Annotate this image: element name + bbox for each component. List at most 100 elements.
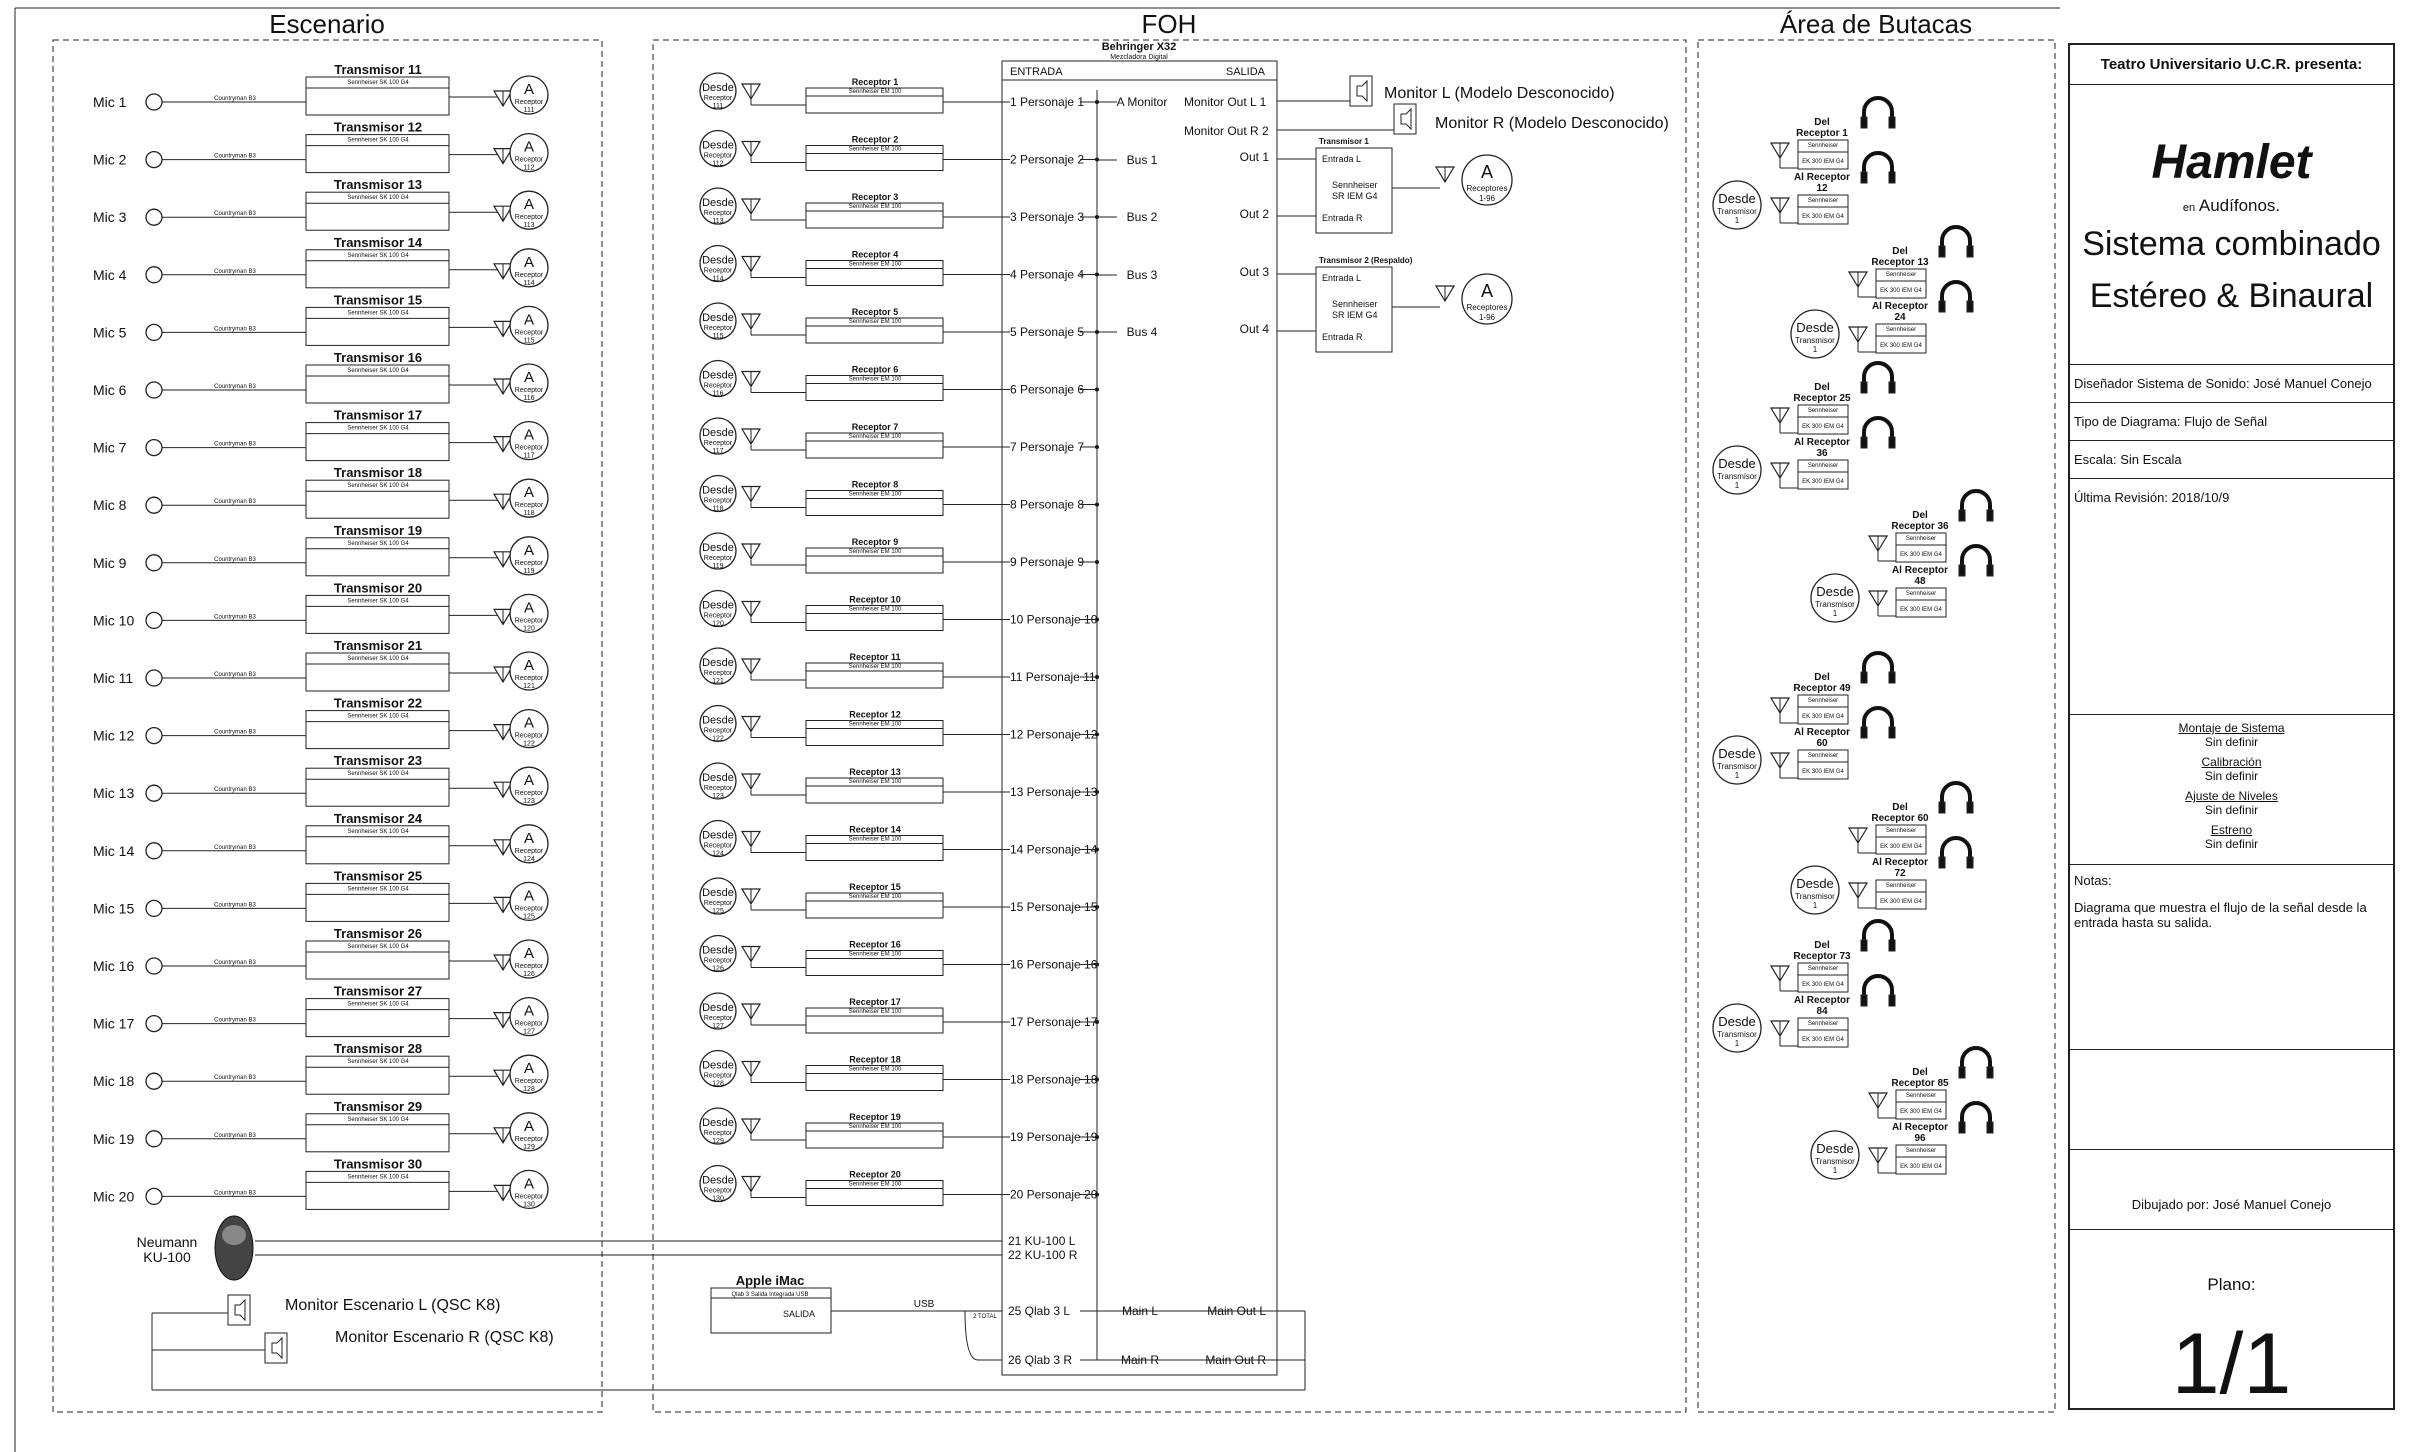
receiver-symbol [509, 708, 549, 749]
mic-cable-label: Countryman B3 [214, 154, 256, 160]
receiver-model: Sennheiser EM 100 [849, 1009, 902, 1015]
headphone-cup [1986, 509, 1994, 522]
binaural-head-face [222, 1225, 246, 1245]
headphones-icon [1862, 96, 1894, 124]
headphone-cup [1888, 171, 1896, 184]
receiver-letter: A [524, 1175, 534, 1192]
source-from: Desde [702, 1060, 734, 1072]
channel-label: 14 Personaje 14 [1010, 843, 1098, 857]
headphone-cup [1860, 671, 1868, 684]
seating-receiver-title: Receptor 36 [1891, 521, 1949, 532]
seating-receiver-title: Del [1814, 672, 1830, 683]
bus-label: Bus 2 [1127, 210, 1158, 224]
headphone-cup [1860, 116, 1868, 129]
seating-tx-word: Transmisor [1717, 207, 1757, 216]
mixer-name: Behringer X32 [1102, 41, 1177, 53]
receivers-letter: A [1481, 281, 1493, 301]
source-word: Receptor [704, 210, 733, 217]
receiver-word: Receptor [515, 329, 544, 336]
usb-label: USB [914, 1299, 935, 1310]
headphone-cup [1958, 1121, 1966, 1134]
seating-receiver-box [1797, 459, 1849, 490]
receiver-letter: A [524, 599, 534, 616]
play-title: Hamlet [2151, 136, 2312, 189]
iem-tx-input-r: Entrada R [1322, 332, 1363, 342]
channel-label: 10 Personaje 10 [1010, 613, 1098, 627]
seating-receiver-title: Al Receptor [1892, 565, 1948, 576]
transmitter-title: Transmisor 27 [334, 984, 422, 999]
transmitter-title: Transmisor 28 [334, 1041, 422, 1056]
receiver-number: 117 [523, 453, 534, 460]
mic-cable-label: Countryman B3 [214, 1133, 256, 1139]
speaker-cone [1400, 107, 1412, 131]
receivers-symbol [1461, 273, 1513, 325]
transmitter-title: Transmisor 11 [334, 62, 421, 77]
receiver-title: Receptor 10 [849, 595, 901, 605]
source-number: 113 [712, 218, 723, 225]
seating-receiver-model: EK 300 IEM G4 [1802, 1037, 1844, 1043]
receiver-model: Sennheiser EM 100 [849, 1182, 902, 1188]
mic-label: Mic 20 [93, 1188, 134, 1204]
seating-receiver-model: Sennheiser [1906, 1148, 1936, 1154]
main-out-r-label: Main Out R [1205, 1353, 1266, 1367]
seating-tx-num: 1 [1735, 771, 1740, 780]
source-word: Receptor [704, 1188, 733, 1195]
source-number: 118 [712, 506, 723, 513]
seating-from: Desde [1718, 746, 1756, 761]
seating-receiver-title: Al Receptor [1794, 727, 1850, 738]
receiver-symbol [509, 478, 549, 518]
seating-receiver-box [1895, 1089, 1947, 1120]
channel-label: 15 Personaje 15 [1010, 900, 1098, 914]
mic-label: Mic 15 [93, 900, 134, 916]
source-word: Receptor [704, 958, 733, 965]
seating-receiver-model: Sennheiser [1808, 198, 1838, 204]
transmitter-model: Sennheiser SK 100 G4 [347, 195, 409, 201]
seating-receiver-model: Sennheiser [1808, 143, 1838, 149]
transmitter-title: Transmisor 16 [334, 350, 422, 365]
headphones-icon [1862, 361, 1894, 389]
headphones-icon [1960, 489, 1992, 517]
headphone-cup [1860, 726, 1868, 739]
mic-label: Mic 7 [93, 440, 127, 456]
transmitter-model: Sennheiser SK 100 G4 [347, 138, 409, 144]
receiver-word: Receptor [515, 675, 544, 682]
source-transmitter-icon [699, 992, 737, 1030]
seating-tx-num: 1 [1833, 1166, 1838, 1175]
receiver-box [805, 547, 944, 574]
source-from: Desde [702, 427, 734, 439]
receiver-number: 114 [523, 280, 534, 287]
seating-source-icon [1712, 735, 1762, 785]
seating-from: Desde [1796, 876, 1834, 891]
receiver-symbol [509, 1112, 549, 1152]
receiver-letter: A [524, 484, 534, 501]
seating-receiver-title: Al Receptor [1794, 437, 1850, 448]
source-number: 129 [712, 1138, 724, 1145]
source-word: Receptor [704, 325, 733, 332]
receiver-box [805, 260, 944, 286]
transmitter-model: Sennheiser SK 100 G4 [347, 944, 409, 950]
receiver-title: Receptor 16 [849, 940, 901, 950]
channel-label: 12 Personaje 12 [1010, 728, 1098, 742]
bus-label: Bus 1 [1127, 153, 1158, 167]
mic-cable-label: Countryman B3 [214, 499, 256, 505]
transmitter-box [305, 1113, 450, 1153]
transmitter-box [305, 479, 450, 519]
headphone-cup [1888, 671, 1896, 684]
seating-from: Desde [1718, 191, 1756, 206]
seating-receiver-model: EK 300 IEM G4 [1802, 479, 1844, 485]
seating-receiver-title: Al Receptor [1794, 995, 1850, 1006]
foh-frame [652, 39, 1687, 1413]
iem-tx-model: Sennheiser [1332, 180, 1378, 190]
headphone-cup [1986, 564, 1994, 577]
channel-label: 11 Personaje 11 [1010, 670, 1096, 684]
headphones-icon [1940, 280, 1972, 308]
qlab-r-wire [964, 1310, 1002, 1361]
transmitter-box [305, 364, 450, 404]
seating-tx-num: 1 [1735, 216, 1740, 225]
mixer-subtitle: Mezcladora Digital [1110, 54, 1168, 61]
seating-receiver-box [1895, 587, 1947, 618]
notes-text: Diagrama que muestra el flujo de la seña… [2074, 900, 2367, 930]
receiver-box [805, 432, 944, 459]
seating-receiver-title: Del [1892, 802, 1908, 813]
source-from: Desde [702, 1117, 734, 1129]
